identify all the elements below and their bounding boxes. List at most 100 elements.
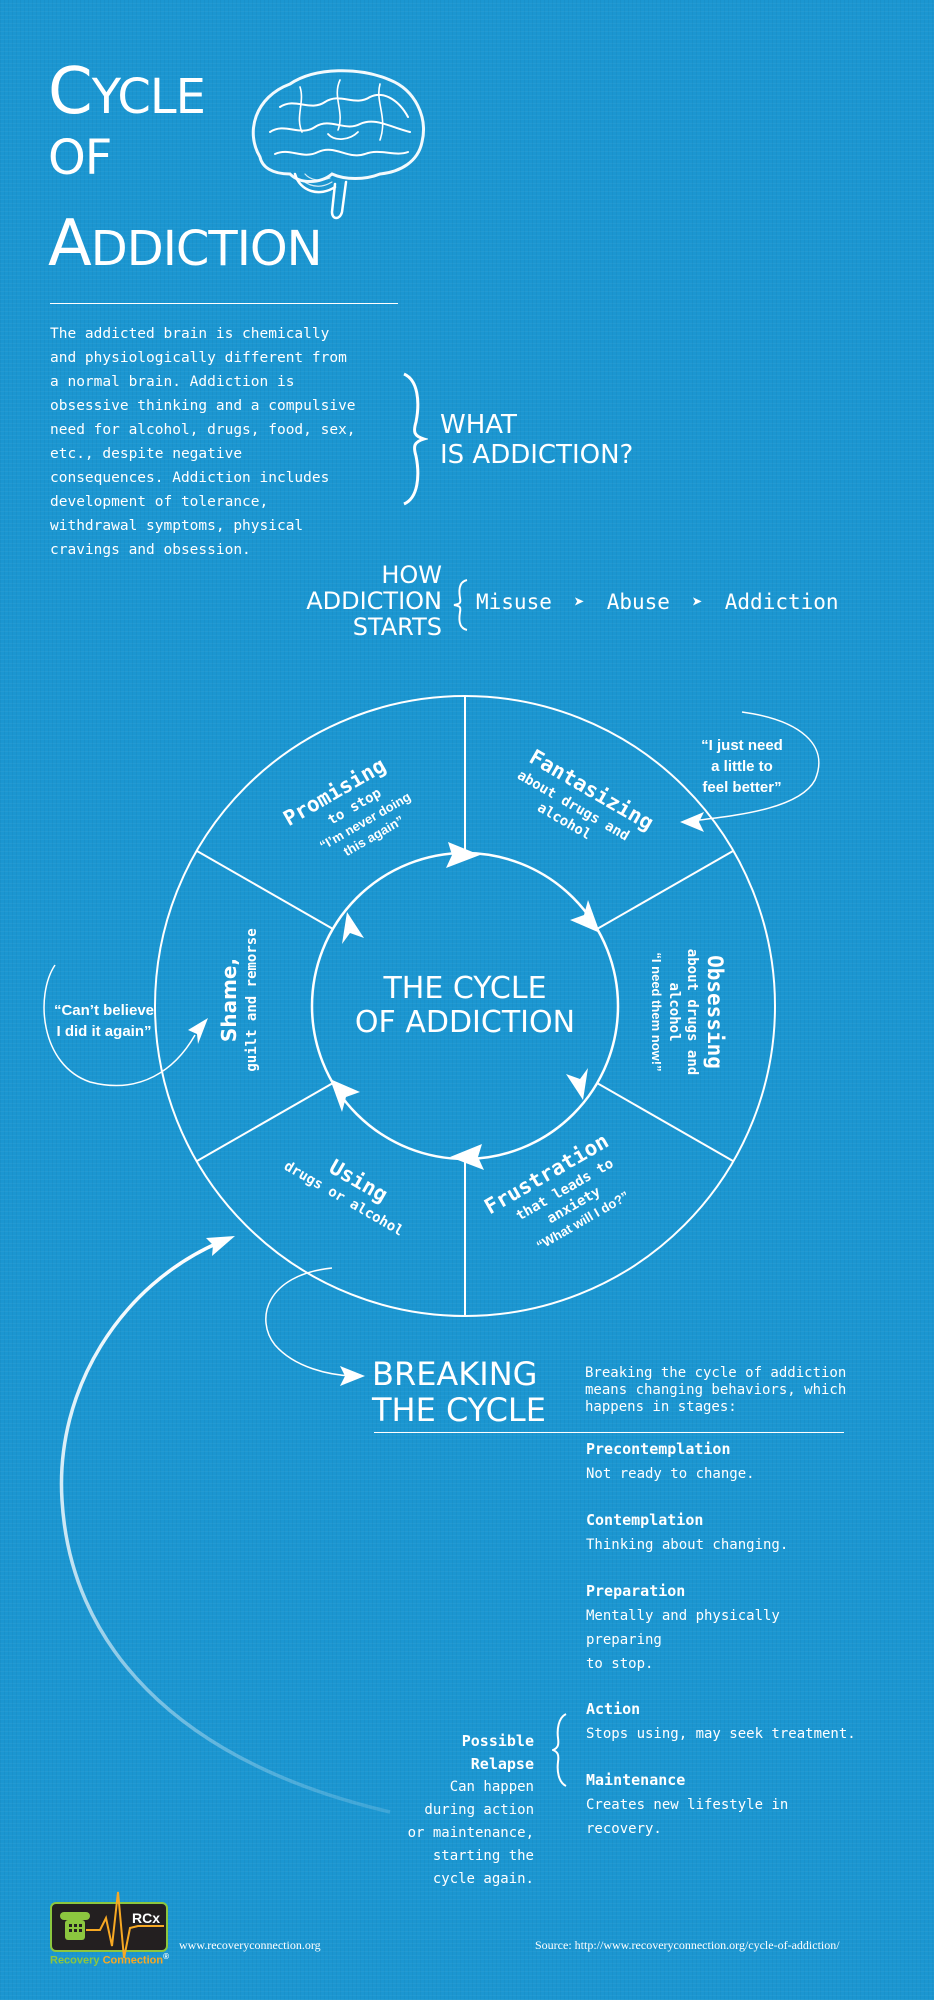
quote-line: “Can’t believe — [54, 1002, 154, 1019]
stage-line: alcohol — [666, 982, 682, 1041]
stage-precontemplation: Precontemplation Not ready to change. — [586, 1440, 755, 1486]
breaking-intro: Breaking the cycle of addiction means ch… — [585, 1365, 846, 1416]
relapse-desc: during action — [424, 1802, 534, 1818]
stage-title: Action — [586, 1700, 641, 1718]
relapse-desc: starting the — [432, 1848, 534, 1864]
brace-icon — [403, 372, 428, 506]
source-link[interactable]: Source: http://www.recoveryconnection.or… — [535, 1938, 840, 1952]
title-of: OF — [48, 130, 112, 186]
stage-desc: preparing — [586, 1632, 662, 1648]
stage-contemplation: Contemplation Thinking about changing. — [586, 1511, 788, 1557]
title-rest: DDICTION — [90, 221, 323, 277]
title-rest: YCLE — [91, 69, 206, 125]
quote-line: I did it again” — [56, 1023, 151, 1040]
spoke — [596, 1082, 734, 1162]
website-link[interactable]: www.recoveryconnection.org — [179, 1938, 321, 1952]
stage-line: about drugs and — [684, 949, 700, 1075]
stage-frustration: Frustration that leads to anxiety “What … — [480, 1129, 631, 1253]
heading-line: Is Addiction? — [440, 440, 634, 470]
possible-relapse: Possible Relapse Can happen during actio… — [370, 1730, 534, 1891]
stage-desc: Not ready to change. — [586, 1466, 755, 1482]
heartbeat-icon — [86, 1891, 164, 1959]
stage-desc: Thinking about changing. — [586, 1537, 789, 1553]
arrow-right-icon: ➤ — [691, 591, 703, 613]
body-line: withdrawal symptoms, physical — [50, 518, 304, 534]
cycle-center-title-2: of Addiction — [355, 1005, 575, 1040]
body-line: The addicted brain is chemically — [50, 326, 330, 342]
arrow-right-icon: ➤ — [573, 591, 585, 613]
body-line: consequences. Addiction includes — [50, 470, 330, 486]
stage-title: Preparation — [586, 1582, 686, 1600]
title-initial: A — [48, 207, 92, 281]
what-is-addiction-heading: What Is Addiction? — [440, 410, 633, 470]
body-line: a normal brain. Addiction is — [50, 374, 295, 390]
quote-line: feel better” — [702, 779, 781, 796]
relapse-title: Possible — [461, 1732, 534, 1750]
breaking-connector-arrow — [265, 1267, 353, 1377]
intro-line: Breaking the cycle of addiction — [585, 1365, 847, 1381]
heading-line: Breaking — [372, 1355, 538, 1393]
stage-shame: Shame, guilt and remorse — [217, 928, 260, 1071]
spoke — [196, 1082, 334, 1162]
relapse-desc: or maintenance, — [407, 1825, 534, 1841]
stage-promising: Promising to stop “I’m never doing this … — [279, 753, 413, 859]
stage-title: Precontemplation — [586, 1440, 731, 1458]
logo-name: Recovery Connection® — [50, 1952, 169, 1967]
stage-line: guilt and remorse — [244, 928, 260, 1071]
cycle-arrow-icon — [330, 1079, 360, 1112]
cycle-arrow-icon — [342, 912, 364, 944]
stage-fantasizing: Fantasizing about drugs and alcohol — [514, 745, 657, 845]
callout-loop-shame — [43, 964, 196, 1087]
title-line-3: ADDICTION — [48, 204, 323, 282]
stage-action: Action Stops using, may seek treatment. — [586, 1700, 856, 1746]
cycle-arrow-icon — [450, 1144, 484, 1170]
quote-shame: “Can’t believe I did it again” — [54, 1002, 154, 1040]
title-line-2: OF — [48, 130, 322, 204]
main-title: CYCLE OF ADDICTION — [48, 60, 323, 282]
intro-line: means changing behaviors, which — [585, 1382, 847, 1398]
what-is-addiction-text: The addicted brain is chemically and phy… — [50, 322, 390, 562]
relapse-arc — [59, 1240, 391, 1814]
intro-line: happens in stages: — [585, 1399, 737, 1415]
recovery-connection-logo[interactable]: RCx Recovery Connection® — [48, 1888, 169, 1968]
body-line: need for alcohol, drugs, food, sex, — [50, 422, 356, 438]
body-line: development of tolerance, — [50, 494, 269, 510]
progression-step-misuse: Misuse — [476, 590, 552, 614]
body-line: cravings and obsession. — [50, 542, 251, 558]
heading-line: Addiction — [306, 587, 442, 615]
arrow-right-icon — [340, 1366, 365, 1386]
cycle-arrow-icon — [446, 842, 480, 868]
brace-icon — [552, 1713, 567, 1787]
progression-step-addiction: Addiction — [724, 590, 839, 614]
stage-obsessing: Obsessing about drugs and alcohol “I nee… — [649, 949, 727, 1075]
stage-preparation: Preparation Mentally and physically prep… — [586, 1582, 780, 1676]
callout-loop-fantasizing — [699, 711, 820, 821]
relapse-desc: cycle again. — [432, 1871, 534, 1887]
logo-registered: ® — [163, 1952, 169, 1961]
title-line-1: CYCLE — [48, 60, 322, 130]
relapse-title: Relapse — [470, 1755, 534, 1773]
callout-arrow-icon — [680, 812, 704, 832]
how-addiction-starts-heading: How Addiction Starts — [270, 562, 442, 640]
stage-title: Shame, — [217, 958, 241, 1042]
breaking-divider — [374, 1432, 844, 1433]
relapse-desc: Can happen — [449, 1779, 534, 1795]
phone-icon — [60, 1912, 90, 1940]
cycle-arrow-icon — [570, 900, 600, 933]
relapse-arrow-icon — [206, 1236, 235, 1256]
stage-desc: Creates new lifestyle in — [586, 1797, 789, 1813]
quote-line: “I just need — [701, 737, 783, 754]
logo-name-recovery: Recovery — [50, 1954, 103, 1967]
body-line: and physiologically different from — [50, 350, 347, 366]
quote-fantasizing: “I just need a little to feel better” — [701, 737, 783, 796]
addiction-progression: Misuse ➤ Abuse ➤ Addiction — [476, 590, 839, 614]
brain-icon — [251, 69, 425, 220]
stage-desc: Stops using, may seek treatment. — [586, 1726, 856, 1742]
callout-arrow-icon — [188, 1018, 208, 1044]
logo-rcx: RCx — [132, 1910, 161, 1926]
stage-desc: Mentally and physically — [586, 1608, 780, 1624]
cycle-center-title-1: The Cycle — [382, 971, 546, 1006]
spoke — [596, 850, 734, 930]
stage-desc: recovery. — [586, 1821, 662, 1837]
